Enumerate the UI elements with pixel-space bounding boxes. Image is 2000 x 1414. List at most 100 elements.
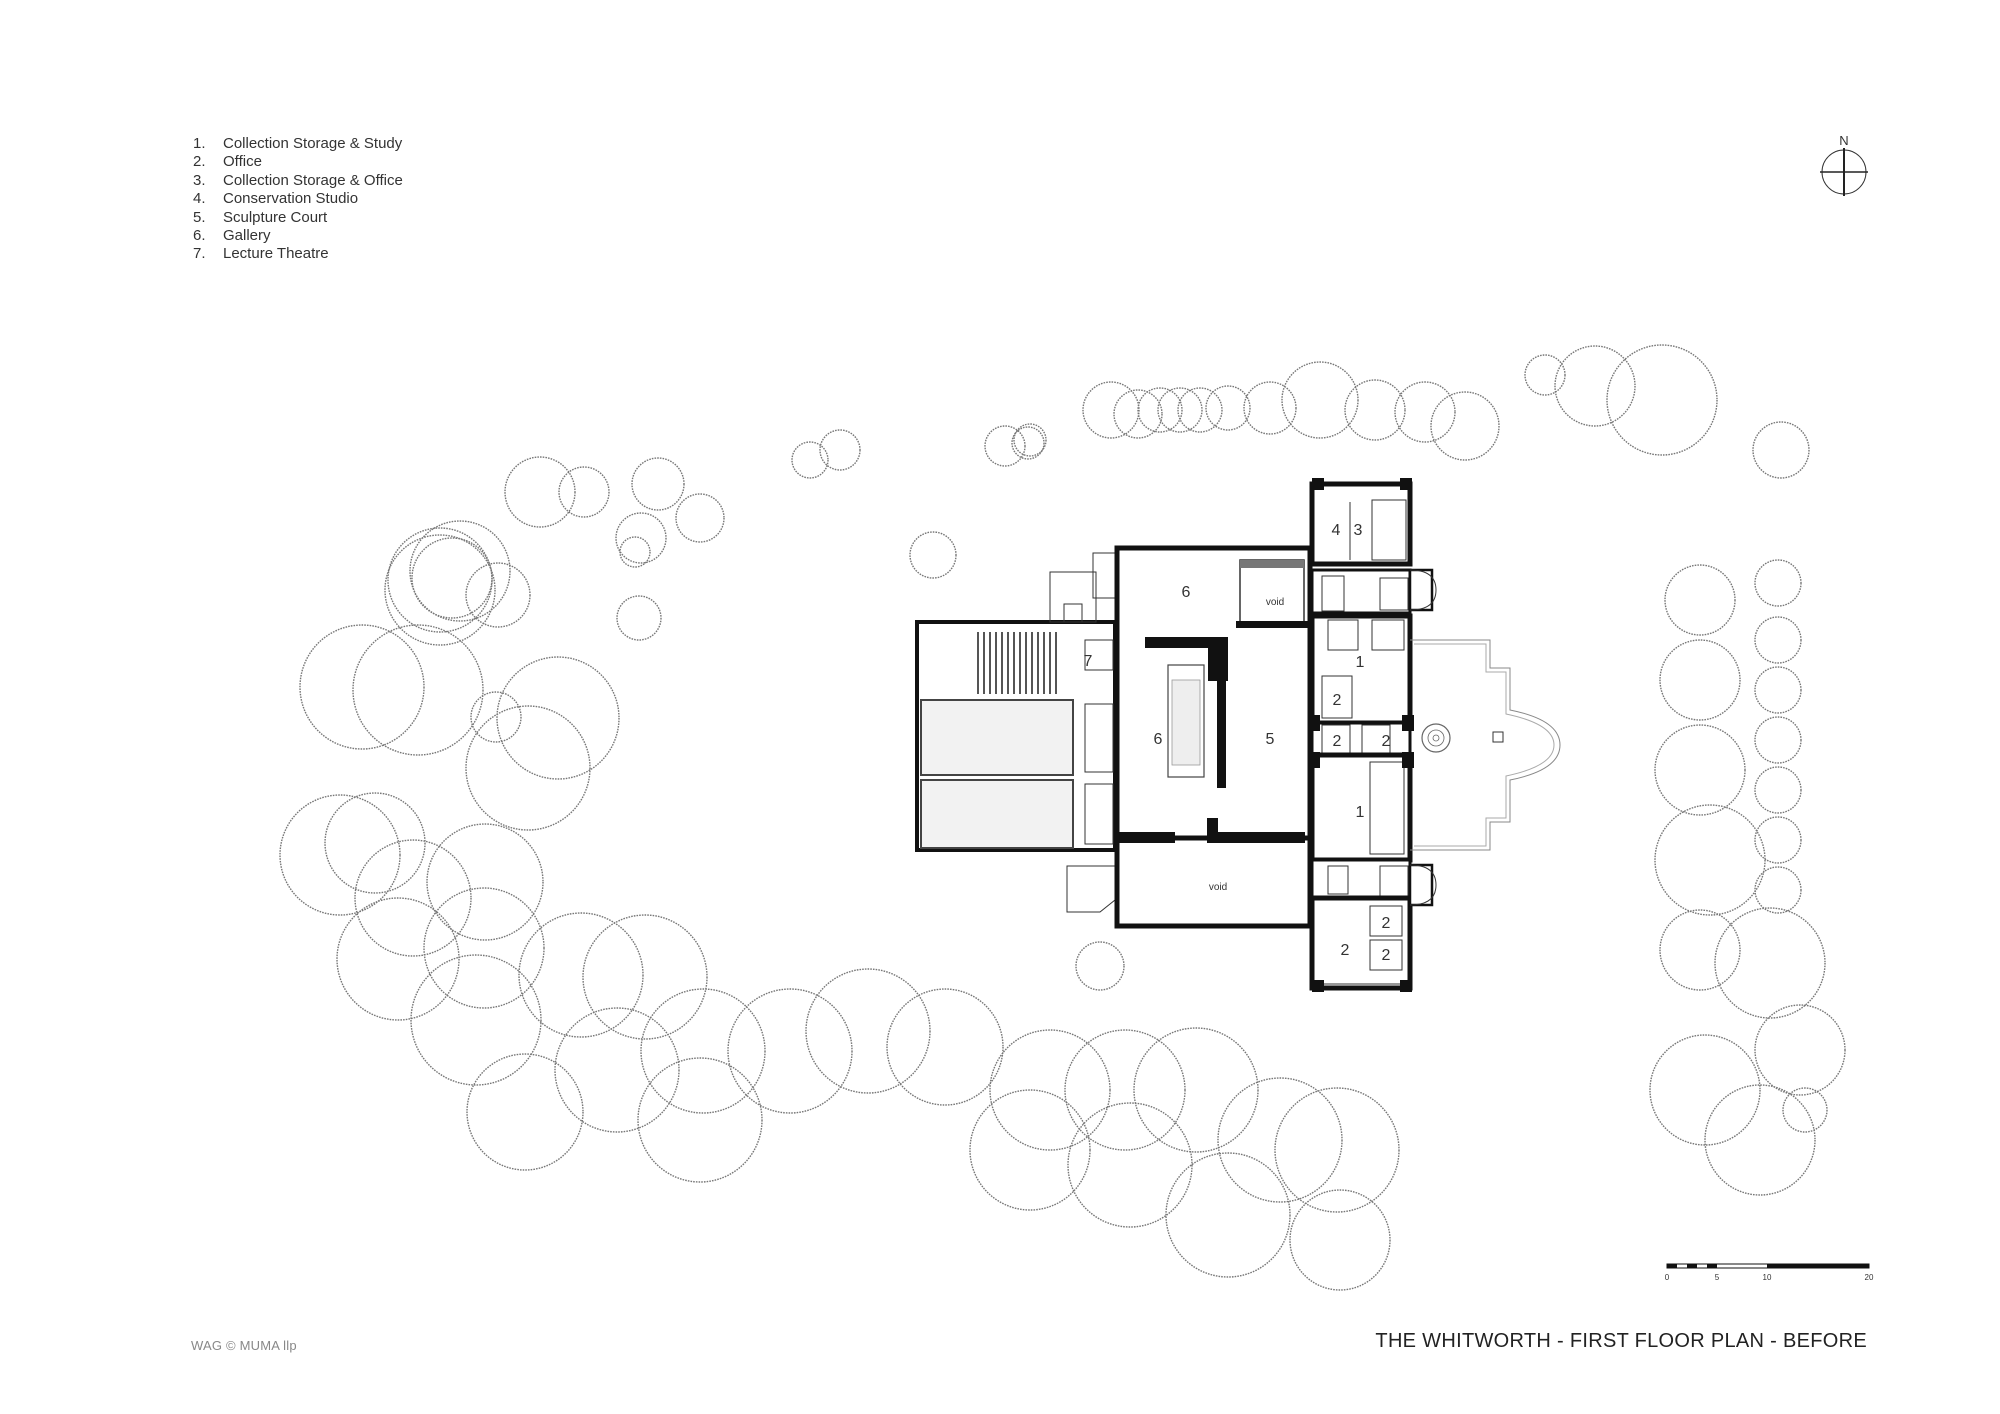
tree-canopy-icon [1289, 1189, 1391, 1291]
tree-canopy-icon [1754, 666, 1802, 714]
tree-canopy-icon [1205, 385, 1251, 431]
scale-tick: 10 [1763, 1273, 1772, 1282]
tree-canopy-icon [1754, 559, 1802, 607]
tree-canopy-icon [1654, 804, 1766, 916]
legend: 1.Collection Storage & Study 2.Office 3.… [193, 135, 403, 264]
theatre-seating [977, 632, 1057, 694]
tree-canopy-icon [554, 1007, 680, 1133]
tree-canopy-icon [1217, 1077, 1343, 1203]
tree-canopy-icon [324, 792, 426, 894]
scale-tick: 20 [1865, 1273, 1874, 1282]
legend-item: 1.Collection Storage & Study [193, 135, 403, 152]
tree-canopy-icon [1606, 344, 1718, 456]
tree-canopy-icon [637, 1057, 763, 1183]
room-labels: 6 6 5 7 4 3 1 1 2 2 2 2 2 2 void void [1084, 522, 1391, 964]
room-label-storage-study-south: 1 [1356, 804, 1365, 821]
lecture-theatre-block [915, 552, 1117, 913]
tree-canopy-icon [423, 887, 545, 1009]
tree-canopy-icon [470, 691, 522, 743]
void-label-top: void [1266, 597, 1284, 608]
tree-canopy-icon [969, 1089, 1091, 1211]
room-label-office-e: 2 [1382, 947, 1391, 964]
tree-canopy-icon [909, 531, 957, 579]
tree-canopy-icon [1659, 909, 1741, 991]
tree-canopy-icon [1113, 389, 1163, 439]
tree-canopy-icon [1394, 381, 1456, 443]
tree-canopy-icon [426, 823, 544, 941]
tree-canopy-icon [1659, 639, 1741, 721]
room-label-storage-study-north: 1 [1356, 654, 1365, 671]
tree-canopy-icon [387, 527, 493, 633]
room-label-office-d: 2 [1382, 915, 1391, 932]
room-label-gallery-left: 6 [1154, 731, 1163, 748]
tree-canopy-icon [640, 988, 766, 1114]
tree-canopy-icon [410, 954, 542, 1086]
tree-canopy-icon [466, 1053, 584, 1171]
tree-canopy-icon [1274, 1087, 1400, 1213]
legend-item: 2.Office [193, 153, 262, 171]
tree-canopy-group [279, 344, 1846, 1291]
historic-east-range [1308, 478, 1437, 992]
tree-canopy-icon [384, 534, 496, 646]
legend-item: 4.Conservation Studio [193, 190, 359, 208]
tree-canopy-icon [791, 441, 829, 479]
tree-canopy-icon [675, 493, 725, 543]
central-gallery-block [1114, 545, 1313, 929]
north-arrow-icon: N [1820, 133, 1868, 196]
scale-tick: 0 [1665, 1273, 1670, 1282]
tree-canopy-icon [819, 429, 861, 471]
tree-canopy-icon [1649, 1034, 1761, 1146]
tree-canopy-icon [1752, 421, 1810, 479]
tree-canopy-icon [1754, 816, 1802, 864]
tree-canopy-icon [279, 794, 401, 916]
tree-canopy-icon [1714, 907, 1826, 1019]
room-label-office-a: 2 [1333, 692, 1342, 709]
tree-canopy-icon [354, 839, 472, 957]
legend-item: 6.Gallery [193, 227, 271, 245]
tree-canopy-icon [1754, 1004, 1846, 1096]
tree-canopy-icon [1157, 387, 1203, 433]
tree-canopy-icon [1754, 766, 1802, 814]
tree-canopy-icon [989, 1029, 1111, 1151]
tree-canopy-icon [352, 624, 484, 756]
tree-canopy-icon [1075, 941, 1125, 991]
tree-canopy-icon [1137, 387, 1183, 433]
tree-canopy-icon [1133, 1027, 1259, 1153]
tree-canopy-icon [1754, 716, 1802, 764]
tree-canopy-icon [1177, 387, 1223, 433]
tree-canopy-icon [1654, 724, 1746, 816]
tree-canopy-icon [1782, 1087, 1828, 1133]
tree-canopy-icon [1554, 345, 1636, 427]
tree-canopy-icon [984, 425, 1026, 467]
tree-canopy-icon [299, 624, 425, 750]
tree-canopy-icon [1013, 423, 1047, 457]
room-label-sculpture-court: 5 [1266, 731, 1275, 748]
tree-canopy-icon [336, 897, 460, 1021]
legend-item: 3.Collection Storage & Office [193, 171, 403, 189]
room-label-conservation: 4 [1332, 522, 1341, 539]
tree-canopy-icon [582, 914, 708, 1040]
tree-canopy-icon [465, 562, 531, 628]
tree-canopy-icon [1067, 1102, 1193, 1228]
tree-canopy-icon [1243, 381, 1297, 435]
tree-canopy-icon [1664, 564, 1736, 636]
tree-canopy-icon [631, 457, 685, 511]
tree-canopy-icon [616, 595, 662, 641]
tree-canopy-icon [1082, 381, 1140, 439]
tree-canopy-icon [1704, 1084, 1816, 1196]
tree-canopy-icon [1430, 391, 1500, 461]
tree-canopy-icon [1754, 616, 1802, 664]
tree-canopy-icon [411, 537, 493, 619]
east-terrace [1410, 639, 1561, 851]
tree-canopy-icon [558, 466, 610, 518]
tree-canopy-icon [619, 536, 651, 568]
tree-canopy-icon [886, 988, 1004, 1106]
tree-canopy-icon [1281, 361, 1359, 439]
room-label-storage-office: 3 [1354, 522, 1363, 539]
tree-canopy-icon [1524, 354, 1566, 396]
drawing-title: THE WHITWORTH - FIRST FLOOR PLAN - BEFOR… [1375, 1330, 1867, 1352]
tree-canopy-icon [727, 988, 853, 1114]
scale-tick: 5 [1715, 1273, 1720, 1282]
legend-item: 5.Sculpture Court [193, 208, 328, 226]
void-label-bottom: void [1209, 882, 1227, 893]
